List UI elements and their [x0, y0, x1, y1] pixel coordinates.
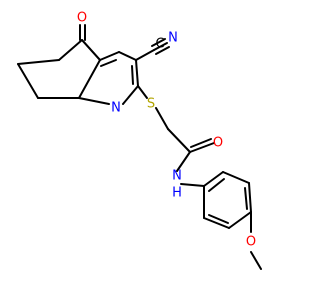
bond: [151, 38, 166, 47]
bond: [190, 138, 212, 148]
bond: [155, 107, 169, 130]
bond: [248, 182, 252, 213]
bond: [131, 65, 134, 85]
bond: [100, 59, 117, 67]
ring-nitrogen-label: N: [111, 101, 121, 116]
bond: [137, 85, 148, 99]
thioether-linker: [137, 85, 215, 172]
molecule-canvas: O C N N S O N H O: [17, 10, 262, 270]
bond: [228, 211, 252, 229]
bond: [208, 214, 229, 224]
bond: [78, 59, 101, 99]
bond: [153, 42, 168, 51]
amide-hydrogen-label: H: [172, 186, 182, 201]
bond: [155, 46, 170, 55]
bond: [81, 39, 101, 61]
cyclohexanone-ring: [17, 39, 101, 99]
nitrile-carbon-label: C: [155, 37, 164, 52]
bond: [58, 39, 83, 61]
bond: [250, 251, 262, 270]
bond: [208, 178, 225, 192]
bond: [135, 59, 139, 87]
bond: [78, 97, 110, 105]
bond: [17, 63, 39, 99]
bond: [176, 151, 191, 172]
bond: [180, 183, 205, 187]
methoxy-oxygen-label: O: [246, 235, 256, 250]
bond: [203, 217, 230, 229]
bond: [189, 142, 215, 153]
nitrile-nitrogen-label: N: [168, 31, 178, 46]
bond: [167, 128, 191, 153]
bond: [203, 171, 224, 187]
thioether-sulfur-label: S: [147, 97, 155, 112]
amide-nitrogen-label: N: [172, 169, 182, 184]
bond: [135, 49, 155, 61]
chemical-structure-diagram: O C N N S O N H O: [17, 11, 262, 270]
bond: [244, 187, 248, 210]
ketone-group: [79, 24, 86, 41]
methoxyphenyl-ring: [180, 171, 262, 270]
bond: [122, 85, 139, 105]
amide-oxygen-label: O: [213, 136, 223, 151]
pyridine-ring: [78, 51, 139, 105]
bond: [17, 59, 60, 65]
ketone-oxygen-label: O: [77, 11, 87, 26]
bond: [222, 171, 250, 184]
bond: [99, 51, 120, 61]
bond: [118, 51, 137, 61]
nitrile-group: [135, 38, 170, 61]
